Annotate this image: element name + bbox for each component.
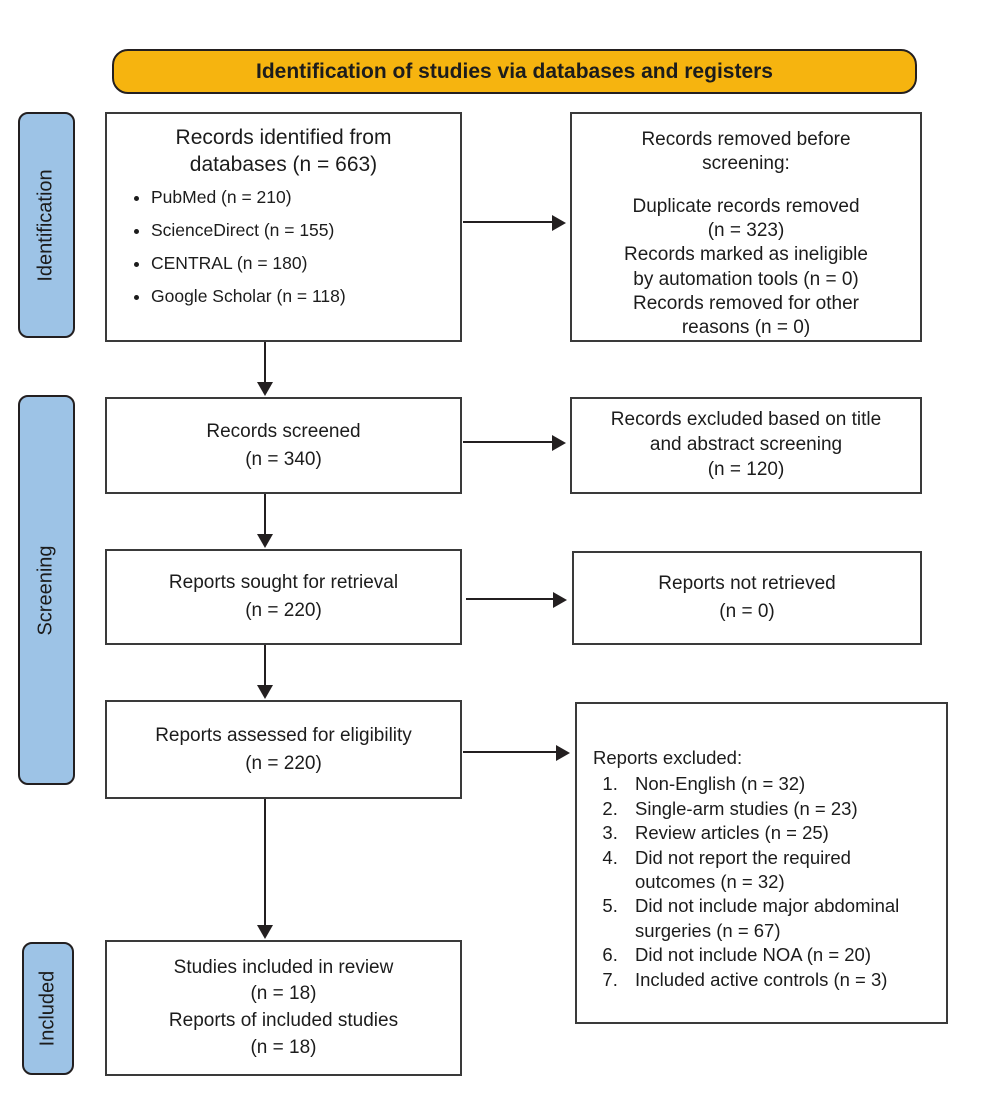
- arrow-right-head-1: [552, 215, 566, 231]
- arrow-right-identified-to-removed: [463, 221, 553, 223]
- box-records-excluded-title-abstract: Records excluded based on title and abst…: [570, 397, 922, 494]
- arrow-right-assessed-to-excluded: [463, 751, 557, 753]
- banner-identification-of-studies: Identification of studies via databases …: [112, 49, 917, 94]
- database-list: PubMed (n = 210) ScienceDirect (n = 155)…: [107, 187, 460, 307]
- arrow-right-head-2: [552, 435, 566, 451]
- box-records-removed-title: Records removed before screening:: [641, 129, 851, 175]
- box-studies-included: Studies included in review (n = 18) Repo…: [105, 940, 462, 1076]
- stage-included-label: Included: [36, 970, 59, 1047]
- stage-screening: Screening: [18, 395, 75, 785]
- database-item: CENTRAL (n = 180): [151, 253, 460, 274]
- removed-line: reasons (n = 0): [681, 317, 811, 339]
- removed-line: (n = 323): [707, 219, 785, 241]
- stage-included: Included: [22, 942, 74, 1075]
- box-reports-assessed: Reports assessed for eligibility (n = 22…: [105, 700, 462, 799]
- box-reports-excluded: Reports excluded: Non-English (n = 32) S…: [575, 702, 948, 1024]
- arrow-down-head-3: [257, 685, 273, 699]
- stage-screening-label: Screening: [35, 544, 57, 636]
- arrow-down-head-1: [257, 382, 273, 396]
- excluded-reason: Non-English (n = 32): [623, 772, 934, 796]
- arrow-right-head-4: [556, 745, 570, 761]
- database-item: PubMed (n = 210): [151, 187, 460, 208]
- excluded-reason: Did not report the required outcomes (n …: [623, 846, 934, 895]
- excluded-reason: Did not include major abdominal surgerie…: [623, 894, 934, 943]
- box-reports-not-retrieved: Reports not retrieved (n = 0): [572, 551, 922, 645]
- box-records-identified: Records identified from databases (n = 6…: [105, 112, 462, 342]
- arrow-right-screened-to-excluded: [463, 441, 553, 443]
- arrow-down-identified-to-screened: [264, 342, 266, 383]
- arrow-right-sought-to-not-retrieved: [466, 598, 554, 600]
- stage-identification-label: Identification: [35, 168, 58, 282]
- arrow-right-head-3: [553, 592, 567, 608]
- box-records-screened: Records screened (n = 340): [105, 397, 462, 494]
- box-reports-sought: Reports sought for retrieval (n = 220): [105, 549, 462, 645]
- stage-identification: Identification: [18, 112, 75, 338]
- box-records-removed-before-screening: Records removed before screening: Duplic…: [570, 112, 922, 342]
- banner-label: Identification of studies via databases …: [256, 59, 773, 83]
- removed-line: by automation tools (n = 0): [633, 268, 859, 290]
- database-item: Google Scholar (n = 118): [151, 286, 460, 307]
- excluded-reason: Did not include NOA (n = 20): [623, 943, 934, 967]
- removed-line: Records marked as ineligible: [624, 244, 868, 266]
- arrow-down-sought-to-assessed: [264, 645, 266, 686]
- arrow-down-head-2: [257, 534, 273, 548]
- reports-excluded-list: Non-English (n = 32) Single-arm studies …: [593, 772, 934, 992]
- arrow-down-screened-to-sought: [264, 494, 266, 535]
- excluded-reason: Single-arm studies (n = 23): [623, 797, 934, 821]
- database-item: ScienceDirect (n = 155): [151, 220, 460, 241]
- box-records-identified-title: Records identified from databases (n = 6…: [175, 126, 392, 177]
- arrow-down-assessed-to-included: [264, 799, 266, 927]
- arrow-down-head-4: [257, 925, 273, 939]
- excluded-reason: Included active controls (n = 3): [623, 968, 934, 992]
- reports-excluded-title: Reports excluded:: [593, 747, 743, 768]
- excluded-reason: Review articles (n = 25): [623, 821, 934, 845]
- removed-line: Duplicate records removed: [632, 195, 860, 217]
- removed-line: Records removed for other: [633, 292, 859, 314]
